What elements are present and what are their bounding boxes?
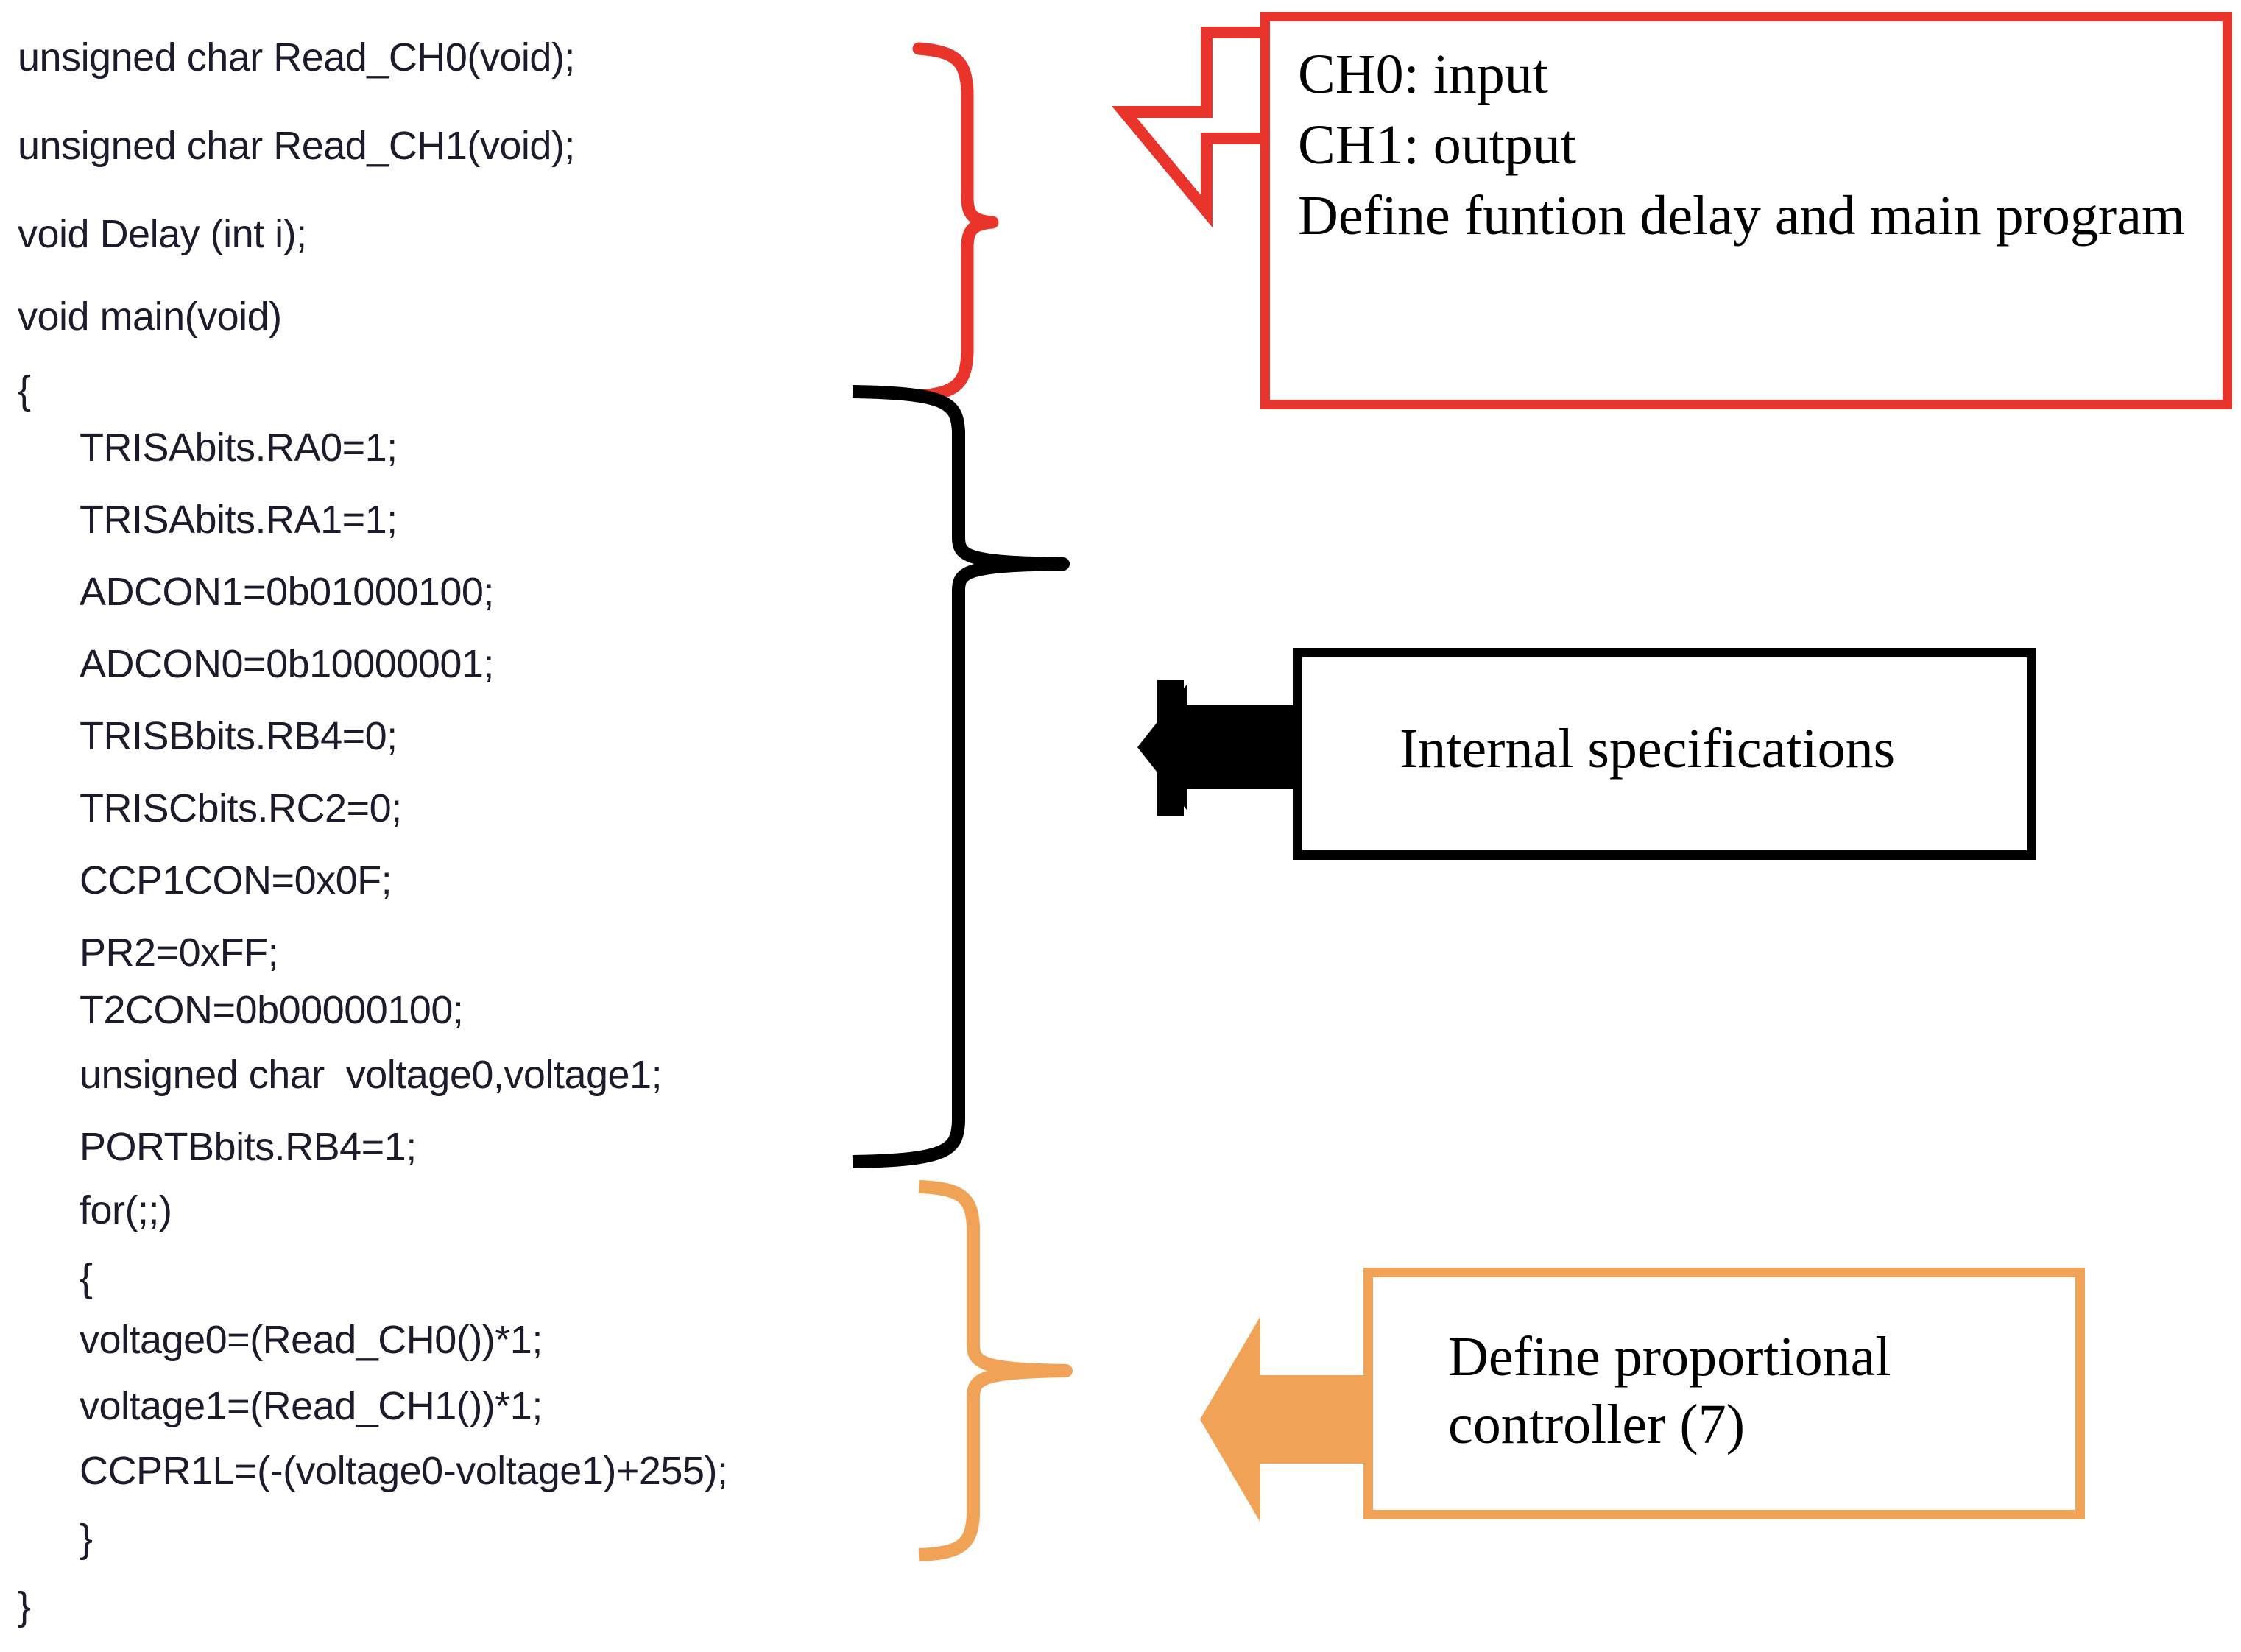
curly-brace-orange <box>918 1180 1073 1561</box>
callout-black-text: Internal specifications <box>1400 718 1896 780</box>
left-arrow-red <box>1111 27 1260 228</box>
code-line: voltage1=(Read_CH1())*1; <box>80 1384 543 1428</box>
code-line: CCPR1L=(-(voltage0-voltage1)+255); <box>80 1449 728 1493</box>
code-line: unsigned char Read_CH0(void); <box>18 35 575 80</box>
callout-red-text: CH0: input CH1: output Define funtion de… <box>1298 43 2186 247</box>
code-line: TRISAbits.RA1=1; <box>80 498 398 542</box>
code-line: TRISBbits.RB4=0; <box>80 714 398 758</box>
code-listing: unsigned char Read_CH0(void); unsigned ch… <box>0 0 920 1652</box>
callout-box-orange: Define proportional controller (7) <box>1363 1268 2085 1519</box>
curly-brace-red <box>912 42 999 403</box>
code-line: CCP1CON=0x0F; <box>80 858 392 903</box>
code-line: TRISAbits.RA0=1; <box>80 426 398 470</box>
code-line: ADCON1=0b01000100; <box>80 570 494 614</box>
left-arrow-orange <box>1200 1316 1368 1522</box>
callout-orange-text: Define proportional controller (7) <box>1448 1326 1891 1455</box>
code-line: for(;;) <box>80 1188 172 1232</box>
callout-box-black: Internal specifications <box>1293 648 2036 860</box>
code-line: } <box>80 1517 93 1561</box>
callout-box-red: CH0: input CH1: output Define funtion de… <box>1260 12 2232 409</box>
code-line: PR2=0xFF; <box>80 931 279 975</box>
code-line: voltage0=(Read_CH0())*1; <box>80 1318 543 1362</box>
code-line: void main(void) <box>18 294 282 339</box>
code-line: { <box>18 368 31 412</box>
code-line: { <box>80 1256 93 1300</box>
code-line: TRISCbits.RC2=0; <box>80 786 402 830</box>
code-line: } <box>18 1584 31 1628</box>
code-line: void Delay (int i); <box>18 212 307 256</box>
code-line: ADCON0=0b10000001; <box>80 642 494 686</box>
code-line: PORTBbits.RB4=1; <box>80 1125 417 1169</box>
code-line: unsigned char voltage0,voltage1; <box>80 1053 663 1097</box>
left-arrow-black <box>1137 680 1296 816</box>
code-line: unsigned char Read_CH1(void); <box>18 124 575 168</box>
code-line: T2CON=0b00000100; <box>80 988 464 1032</box>
